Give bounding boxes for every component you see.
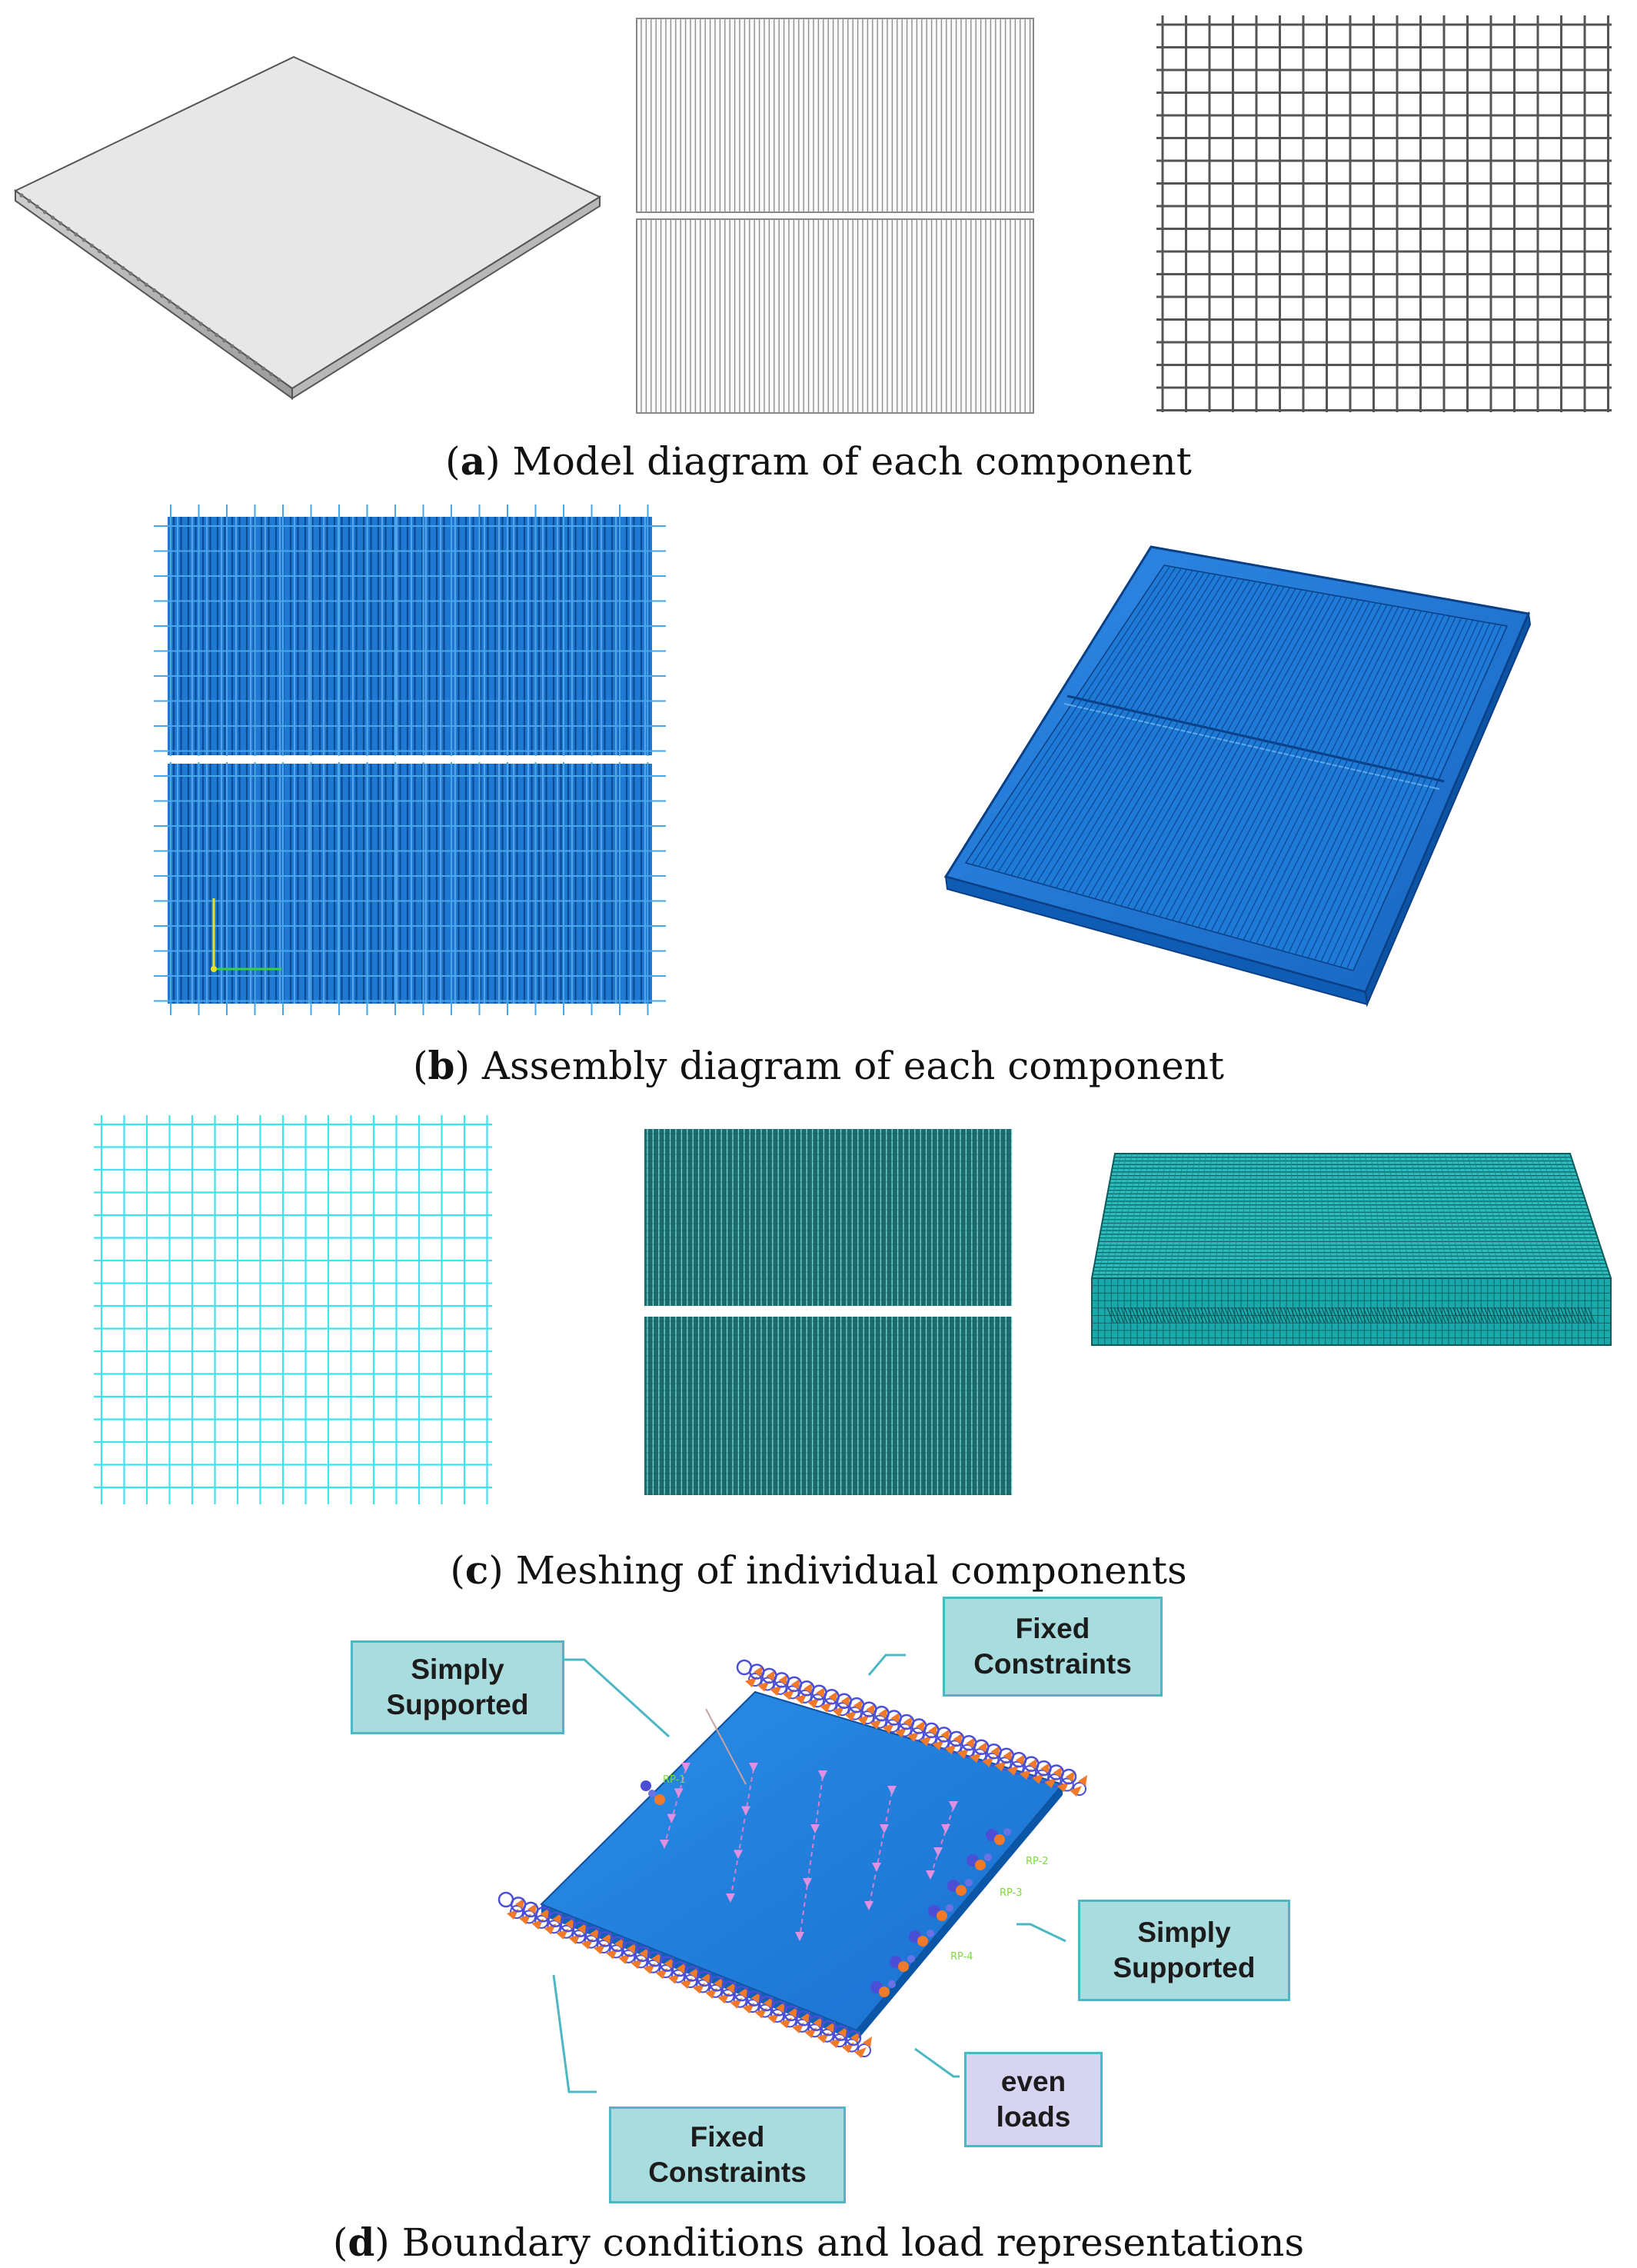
- even-load-arrows: [660, 1708, 958, 1941]
- rp-label: RP-2: [1026, 1856, 1049, 1867]
- rp-label: RP-3: [1000, 1887, 1023, 1899]
- simply-support-symbols-left: [640, 1780, 665, 1805]
- strip-core-panels: [636, 18, 1034, 414]
- fixed-constraint-symbols-top: [736, 1659, 1087, 1797]
- simply-support-symbols-right: [870, 1828, 1011, 1997]
- rp-label: RP-4: [950, 1951, 973, 1963]
- plate-3d-gray: [14, 55, 602, 400]
- caption-d: (d) Boundary conditions and load represe…: [332, 2220, 1305, 2265]
- assembly-iso-view: [943, 545, 1532, 1007]
- panel-b: [154, 505, 1532, 1015]
- rp-label: RP-1: [663, 1774, 686, 1786]
- panel-d: RP-1 RP-2 RP-3 RP-4: [497, 1654, 1087, 2093]
- caption-a: (a) Model diagram of each component: [445, 438, 1192, 484]
- panel-c: [94, 1115, 1612, 1504]
- rebar-grid: [1156, 15, 1612, 412]
- caption-b: (b) Assembly diagram of each component: [412, 1043, 1224, 1088]
- mesh-strip-core: [644, 1129, 1013, 1495]
- assembly-front-view: [154, 505, 666, 1015]
- panel-a: [14, 15, 1612, 414]
- mesh-slab-iso: [1090, 1153, 1612, 1346]
- mesh-rebar-grid: [94, 1115, 492, 1504]
- axis-triad: [211, 898, 281, 972]
- fixed-constraint-symbols-bottom: [497, 1891, 872, 2058]
- reference-points: RP-1 RP-2 RP-3 RP-4: [663, 1774, 1049, 1963]
- core-holes-edge: [19, 193, 281, 382]
- caption-c: (c) Meshing of individual components: [450, 1547, 1187, 1593]
